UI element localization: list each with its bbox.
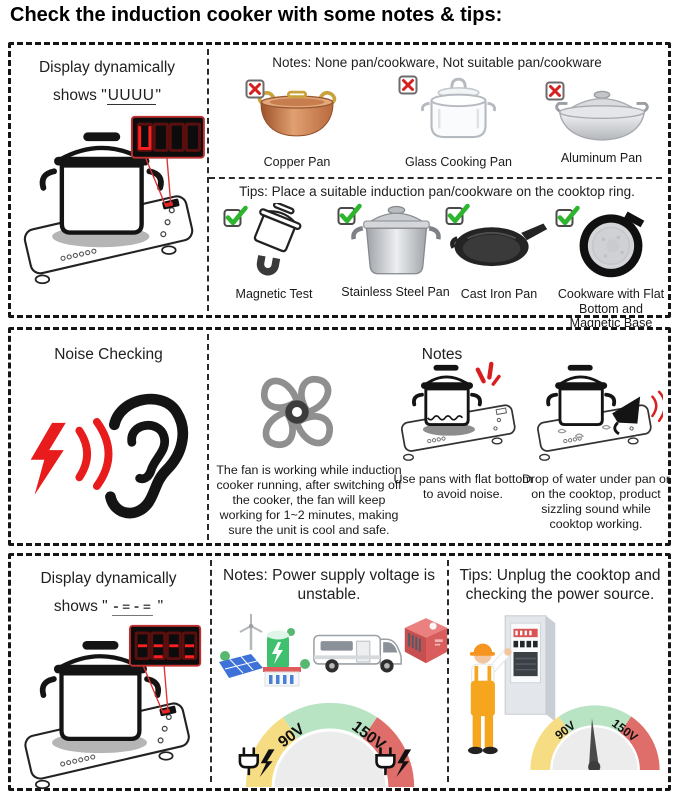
- induction-cooker-illustration: [24, 624, 202, 790]
- not-suitable-icon: [398, 75, 418, 95]
- magnetic-test-image: [223, 203, 325, 283]
- unsuitable-item-aluminum: Aluminum Pan: [539, 81, 664, 166]
- section-noise-checking: Noise Checking The fan is working while …: [8, 327, 671, 546]
- shows-suffix: ": [153, 598, 164, 615]
- water-note-text: Drop of water under pan or on the cookto…: [521, 472, 671, 531]
- fan-icon: [261, 376, 333, 448]
- suitable-item-magnetic-test: Magnetic Test: [223, 203, 325, 302]
- voltage-tips-heading: Tips: Unplug the cooktop and checking th…: [459, 567, 661, 603]
- not-suitable-icon: [545, 81, 565, 101]
- hard-hat: [473, 643, 493, 653]
- suitable-item-cast-iron: Cast Iron Pan: [443, 203, 555, 302]
- display-dash-heading-line1: Display dynamically: [40, 570, 177, 587]
- generator-icon: [404, 618, 448, 664]
- led-display-dashes: [128, 624, 202, 667]
- suitable-item-stainless: Stainless Steel Pan: [333, 201, 458, 300]
- unsuitable-item-copper: Copper Pan: [241, 77, 353, 170]
- power-station-icon: [219, 614, 310, 687]
- noise-checking-heading: Noise Checking: [54, 346, 163, 363]
- tips-heading: Tips: Place a suitable induction pan/coo…: [239, 184, 635, 199]
- lightning-icon: [30, 422, 66, 495]
- ear-noise-icon: [30, 393, 189, 519]
- gauge-needle: [588, 718, 599, 768]
- item-label: Cast Iron Pan: [460, 287, 538, 301]
- suitable-item-flat-bottom: Cookware with Flat Bottom and Magnetic B…: [555, 203, 667, 331]
- flat-bottom-pan-illustration: [400, 361, 516, 461]
- divider-vertical: [447, 560, 449, 782]
- water-sizzle-illustration: [537, 364, 663, 461]
- rv-camper-icon: [313, 634, 402, 673]
- divider-vertical: [207, 49, 209, 311]
- hand: [504, 648, 512, 656]
- item-label: Cookware with Flat Bottom and Magnetic B…: [557, 287, 665, 330]
- led-display-uuuu: [130, 115, 205, 159]
- copper-pan-image: [241, 77, 353, 151]
- check-icon: [555, 205, 581, 228]
- induction-cooker-illustration: [23, 115, 205, 285]
- display-dash-heading-line2: shows " -=-= ": [11, 598, 206, 616]
- display-uuuu-heading-line2: shows "UUUU": [11, 87, 203, 105]
- divider-vertical: [210, 560, 212, 782]
- fan-note-text: The fan is working while induction cooke…: [216, 463, 402, 537]
- display-uuuu-heading-line1: Display dynamically: [38, 59, 176, 76]
- divider-horizontal: [209, 177, 662, 179]
- page-title: Check the induction cooker with some not…: [10, 4, 503, 26]
- cooking-pot: [39, 132, 164, 235]
- shows-prefix: shows ": [52, 87, 107, 104]
- item-label: Aluminum Pan: [560, 151, 643, 165]
- divider-vertical: [207, 334, 209, 540]
- display-code-dash: -=-=: [111, 600, 154, 616]
- section-voltage: Display dynamically shows " -=-= ": [8, 553, 671, 791]
- shows-prefix: shows ": [53, 598, 112, 615]
- notes-heading: Notes: [421, 346, 463, 363]
- cookware-base-image: [555, 203, 667, 283]
- flat-bottom-note-text: Use pans with flat bottom to avoid noise…: [393, 472, 533, 501]
- electrician-illustration: [468, 615, 556, 755]
- glass-pan-image: [396, 71, 521, 151]
- lightning-icon: [396, 749, 412, 778]
- voltage-notes-heading: Notes: Power supply voltage is unstable.: [223, 567, 435, 603]
- voltage-gauge-unstable: 90V 150V: [238, 702, 415, 787]
- stainless-pot-image: [333, 201, 458, 281]
- cooking-pot: [39, 641, 162, 742]
- item-label: Copper Pan: [263, 155, 331, 169]
- vent-holes: [60, 248, 97, 261]
- unsuitable-item-glass: Glass Cooking Pan: [396, 71, 521, 170]
- item-label: Magnetic Test: [235, 287, 313, 301]
- magnet-icon: [256, 255, 281, 276]
- shows-suffix: ": [155, 87, 162, 104]
- voltage-gauge-needle: 90V 150V: [530, 705, 660, 770]
- aluminum-pan-image: [539, 81, 664, 147]
- sizzle-horn-icon: [612, 396, 641, 436]
- lightning-icon: [259, 749, 275, 778]
- noise-marks: [475, 361, 501, 386]
- not-suitable-icon: [245, 79, 265, 99]
- item-label: Glass Cooking Pan: [404, 155, 512, 169]
- check-icon: [337, 203, 363, 226]
- notes-heading: Notes: None pan/cookware, Not suitable p…: [272, 55, 602, 70]
- display-code-uuuu: UUUU: [106, 87, 156, 105]
- check-icon: [445, 203, 471, 226]
- plug-icon: [375, 747, 396, 776]
- cast-iron-pan-image: [443, 203, 555, 283]
- item-label: Stainless Steel Pan: [341, 285, 450, 299]
- check-icon: [223, 205, 249, 228]
- plug-icon: [238, 747, 260, 776]
- section-display-uuuu: Display dynamically shows "UUUU": [8, 42, 671, 330]
